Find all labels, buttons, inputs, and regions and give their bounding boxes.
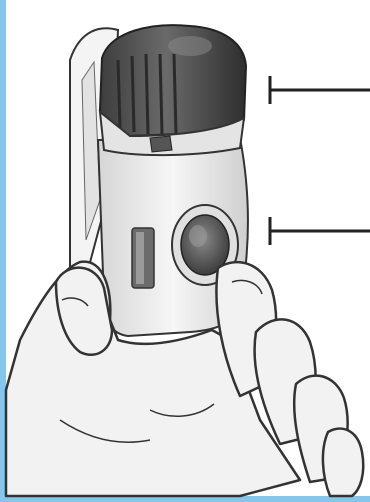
callout-lines	[270, 76, 370, 245]
inhaler-cap	[100, 25, 246, 155]
callout-cap	[270, 76, 370, 104]
callout-button	[270, 217, 370, 245]
